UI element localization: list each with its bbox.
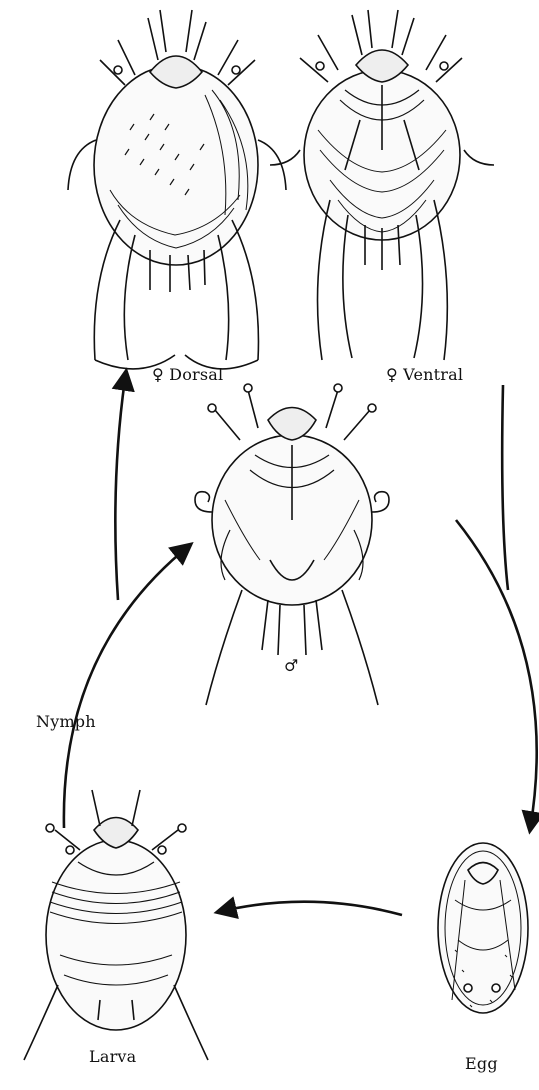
- female-dorsal-mite: [68, 10, 286, 369]
- arrow-to-female-dorsal: [115, 372, 126, 600]
- arrow-egg-to-larva: [218, 902, 402, 915]
- arrow-male-to-egg: [456, 520, 537, 830]
- arrow-ventral-to-egg: [502, 385, 508, 590]
- female-ventral-mite: [270, 10, 494, 360]
- egg: [438, 843, 528, 1013]
- label-female-ventral: ♀ Ventral: [386, 365, 463, 384]
- label-egg: Egg: [465, 1054, 498, 1073]
- label-male: ♂: [284, 656, 299, 675]
- label-larva: Larva: [89, 1047, 136, 1066]
- arrow-nymph-to-male: [64, 545, 190, 828]
- label-nymph: Nymph: [36, 712, 96, 731]
- label-female-dorsal: ♀ Dorsal: [152, 365, 223, 384]
- larva-mite: [24, 790, 208, 1060]
